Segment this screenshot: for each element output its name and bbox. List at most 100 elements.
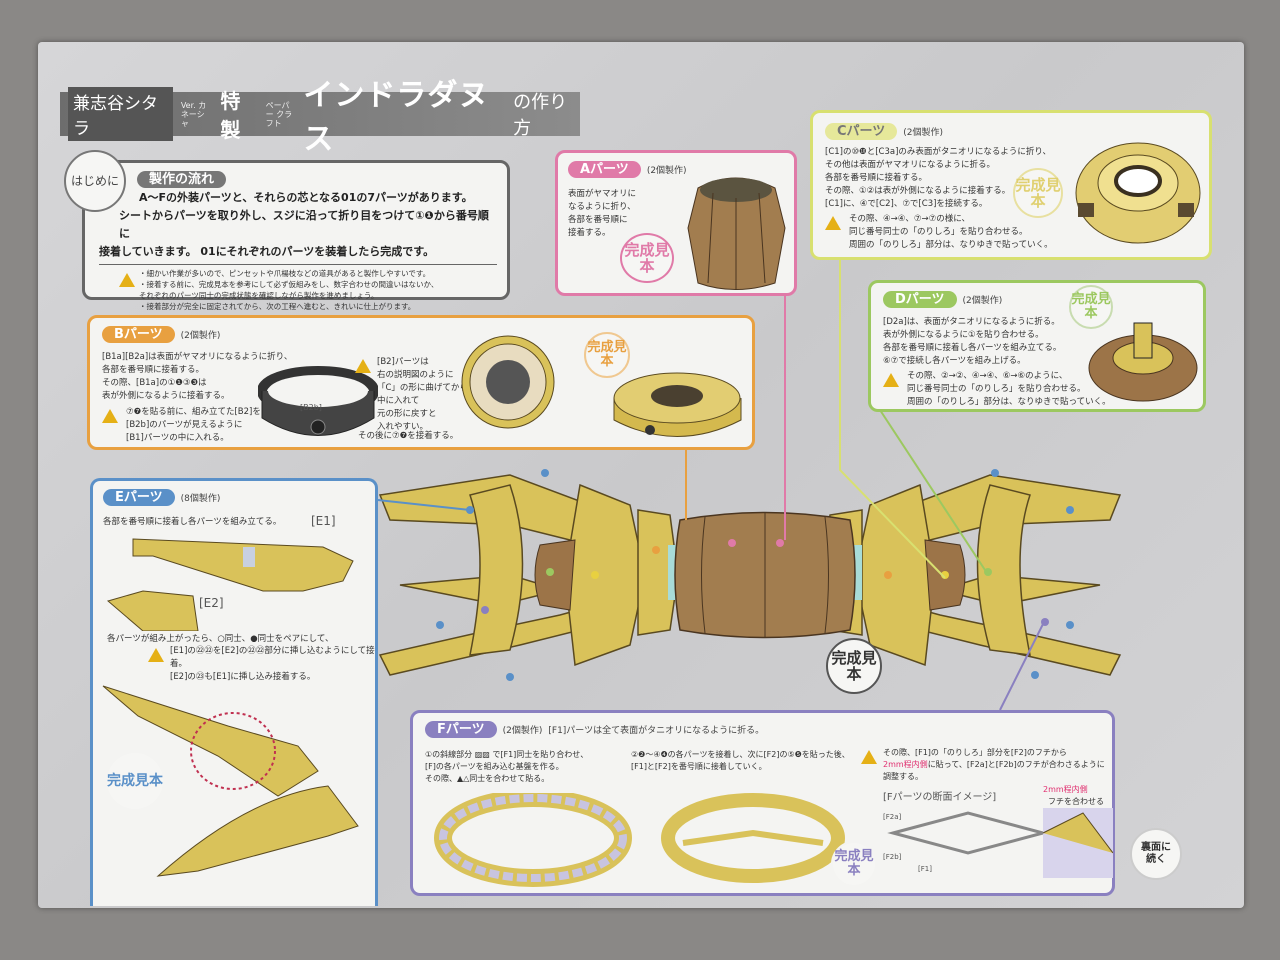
c-line: [C1]の⑩❿と[C3a]のみ表面がタニオリになるように折り、	[825, 147, 1052, 157]
f-parts-box: Fパーツ(2個製作)[F1]パーツは全て表面がタニオリになるように折る。 ①の斜…	[410, 710, 1115, 896]
b2b-label: [B2b]	[300, 403, 322, 412]
c-line: その他は表面がヤマオリになるように折る。	[825, 160, 996, 170]
title-bar: 兼志谷シタラ Ver. カネーシャ 特製 ペーパー クラフト インドラダヌス の…	[60, 78, 580, 157]
b-warn2: 右の説明図のように	[377, 370, 454, 380]
e-line: 各部を番号順に接着し各パーツを組み立てる。	[103, 517, 282, 527]
e-count: (8個製作)	[180, 494, 221, 504]
warning-icon	[861, 750, 877, 764]
f-line: ②❷～④❹の各パーツを接着し、次に[F2]の⑤❺を貼った後、	[631, 750, 850, 759]
f1-label: [F1]	[918, 865, 932, 873]
d-count: (2個製作)	[962, 296, 1003, 306]
d-line: 各部を番号順に接着し各パーツを組み立てる。	[883, 343, 1062, 353]
f-line: ①の斜線部分 ▨▨ で[F1]同士を貼り合わせ、	[425, 750, 589, 759]
d-part-illustration	[1088, 322, 1198, 402]
b-ring-illustration	[258, 366, 378, 436]
intro-note: ・接着部分が完全に固定されてから、次の工程へ進むと、きれいに仕上がります。	[139, 302, 416, 311]
b-line: [B1a][B2a]は表面がヤマオリになるように折り、	[102, 352, 293, 362]
c-line: その際、①②は表が外側になるように接着する。	[825, 186, 1011, 196]
a-parts-box: Aパーツ(2個製作) 表面がヤマオリになるように折り、各部を番号順に接着する。 …	[555, 150, 797, 296]
f-edge-label: フチを合わせる	[1048, 797, 1104, 806]
b-after: その後に⑦❼を接着する。	[358, 431, 459, 441]
e-warn: [E2]の㉓も[E1]に挿し込み接着する。	[170, 672, 316, 682]
f-line: 調整する。	[883, 772, 923, 781]
a-line: なるように折り、	[568, 202, 636, 212]
c-warn: その際、④→④、⑦→⑦の様に、	[849, 214, 970, 224]
f-tag: Fパーツ	[425, 721, 497, 738]
f2b-label: [F2b]	[883, 853, 902, 861]
b-line: 表が外側になるように接着する。	[102, 391, 230, 401]
page-title: インドラダヌス	[303, 78, 490, 157]
e-warn: [E1]の㉒㉒を[E2]の㉒㉒部分に挿し込むようにして接着。	[170, 646, 375, 669]
warning-icon	[825, 216, 841, 230]
b-warn2: 入れやすい。	[377, 422, 429, 432]
b-line: 各部を番号順に接着する。	[102, 365, 205, 375]
a-line: 各部を番号順に	[568, 215, 628, 225]
e-line: 各パーツが組み上がったら、○同士、●同士をペアにして、	[107, 634, 334, 644]
b-parts-box: Bパーツ (2個製作) [B1a][B2a]は表面がヤマオリになるように折り、各部…	[87, 315, 755, 450]
e-parts-illustration	[106, 538, 354, 631]
b-warn2: [B2]パーツは	[377, 357, 429, 367]
completed-model-illustration	[378, 469, 1122, 681]
f-inner-label: 2mm程内側	[1043, 785, 1088, 794]
f-section-title: [Fパーツの断面イメージ]	[883, 792, 997, 803]
intro-line: A～Fの外装パーツと、それらの芯となる01の7パーツがあります。	[139, 191, 473, 204]
d-line: 表が外側になるように①を貼り合わせる。	[883, 330, 1044, 340]
c-warn: 同じ番号同士の「のりしろ」を貼り合わせる。	[849, 227, 1028, 237]
b-warn2: 元の形に戻すと	[377, 409, 437, 419]
c-line: [C1]に、④で[C2]、⑦で[C3]を接続する。	[825, 199, 988, 209]
intro-note: ・細かい作業が多いので、ピンセットや爪楊枝などの道具があると製作しやすいです。	[139, 269, 431, 278]
d-warn: 同じ番号同士の「のりしろ」を貼り合わせる。	[907, 384, 1086, 394]
c-count: (2個製作)	[903, 128, 944, 138]
d-tag: Dパーツ	[883, 291, 957, 308]
d-sample-seal: 完成見本	[1069, 285, 1113, 329]
c-warn: 周囲の「のりしろ」部分は、なりゆきで貼っていく。	[849, 240, 1053, 250]
a-tag: Aパーツ	[568, 161, 641, 178]
b-line: その際、[B1a]の①❶③❸は	[102, 378, 207, 388]
b-tag: Bパーツ	[102, 326, 175, 343]
c-parts-box: Cパーツ(2個製作) [C1]の⑩❿と[C3a]のみ表面がタニオリになるように折…	[810, 110, 1212, 260]
warning-icon	[119, 273, 135, 287]
e1-label: [E1]	[311, 514, 336, 528]
f2a-label: [F2a]	[883, 813, 902, 821]
c-line: 各部を番号順に接着する。	[825, 173, 928, 183]
a-line: 接着する。	[568, 228, 611, 238]
intro-circle: はじめに	[64, 150, 126, 212]
intro-note: それぞれのパーツ同士の完成状態を確認しながら製作を進めましょう。	[139, 291, 379, 300]
b-part-illustration	[613, 372, 742, 437]
d-parts-box: Dパーツ(2個製作) [D2a]は、表面がタニオリになるように折る。表が外側にな…	[868, 280, 1206, 412]
c-sample-seal: 完成見本	[1013, 168, 1063, 218]
b-warn2: 中に入れて	[377, 396, 420, 406]
b-sample-seal: 完成見本	[584, 332, 630, 378]
warning-icon	[148, 648, 164, 662]
f-sample-seal: 完成見本	[831, 841, 877, 887]
d-warn: その際、②→②、④→④、⑥→⑥のように、	[907, 371, 1068, 381]
f-line: その際、[F1]の「のりしろ」部分を[F2]のフチから	[883, 748, 1067, 757]
f-line: [F1]と[F2]を番号順に接着していく。	[631, 762, 767, 771]
main-sample-seal: 完成見本	[826, 638, 882, 694]
version-label: Ver. カネーシャ	[180, 100, 207, 128]
c-part-illustration	[1075, 142, 1201, 244]
title-suffix: の作り方	[513, 92, 568, 139]
d-line: ⑥⑦で接続し各パーツを組み上げる。	[883, 356, 1026, 366]
a-line: 表面がヤマオリに	[568, 189, 637, 199]
f-highlight: 2mm程内側	[883, 760, 928, 769]
b-count: (2個製作)	[180, 331, 221, 341]
b-warn: [B2b]のパーツが見えるように	[126, 420, 243, 430]
f-illustrations	[434, 793, 1113, 887]
e-tag: Eパーツ	[103, 489, 175, 506]
intro-box: 製作の流れ A～Fの外装パーツと、それらの芯となる01の7パーツがあります。 シ…	[82, 160, 510, 311]
warning-icon	[102, 409, 118, 423]
e2-label: [E2]	[199, 596, 224, 610]
d-warn: 周囲の「のりしろ」部分は、なりゆきで貼っていく。	[907, 397, 1111, 407]
warning-icon	[355, 359, 371, 373]
warning-icon	[883, 373, 899, 387]
b-warn: ⑦❼を貼る前に、組み立てた[B2]を	[126, 407, 261, 417]
e-assembly-illustration	[102, 685, 359, 877]
a-sample-seal: 完成見本	[620, 233, 674, 283]
intro-line: 接着していきます。 01にそれぞれのパーツを装着したら完成です。	[99, 245, 435, 258]
b-warn2: 「C」の形に曲げてから	[377, 383, 468, 393]
e-parts-box: Eパーツ (8個製作) 各部を番号順に接着し各パーツを組み立てる。 [E1] [E…	[90, 478, 378, 906]
intro-note: ・接着する前に、完成見本を参考にして必ず仮組みをし、数字合わせの間違いはないか、	[139, 280, 439, 289]
flow-tag: 製作の流れ	[137, 171, 227, 188]
a-count: (2個製作)	[646, 166, 687, 176]
